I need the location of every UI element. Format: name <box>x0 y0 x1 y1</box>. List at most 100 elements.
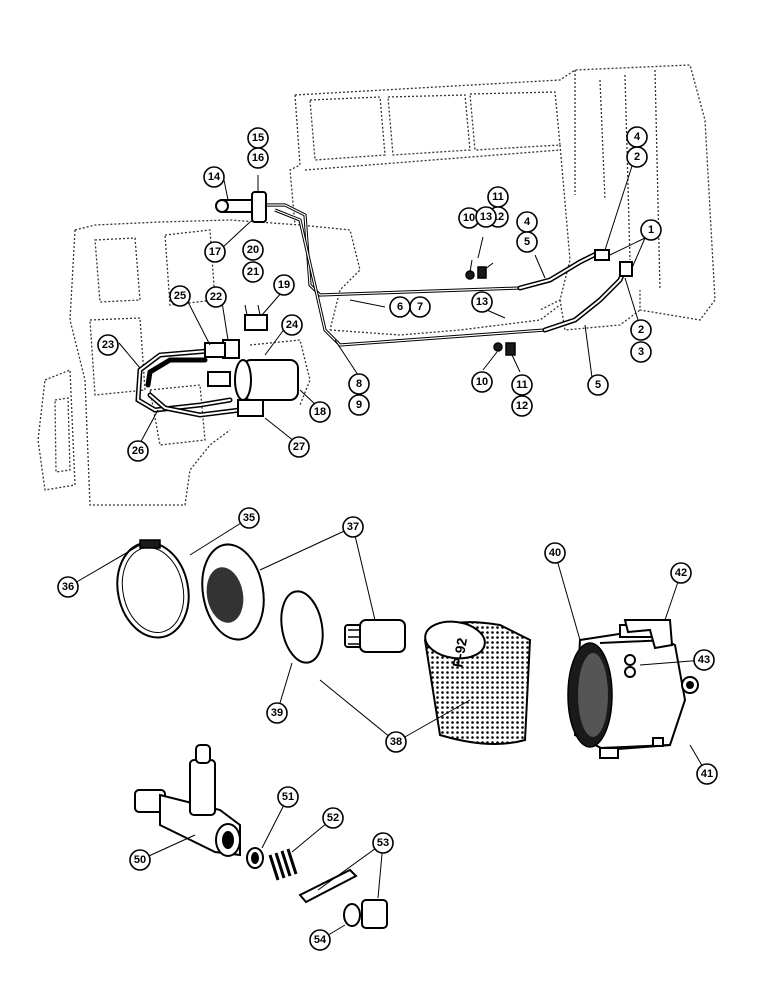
callout-20: 20 <box>242 239 264 261</box>
relief-valve-assembly <box>134 744 388 929</box>
callout-27: 27 <box>288 436 310 458</box>
svg-text:4: 4 <box>634 131 641 143</box>
svg-text:11: 11 <box>492 191 504 203</box>
callout-38: 38 <box>385 731 407 753</box>
svg-text:37: 37 <box>347 521 359 533</box>
svg-text:13: 13 <box>480 211 492 223</box>
svg-text:54: 54 <box>314 934 327 946</box>
svg-text:41: 41 <box>701 768 713 780</box>
svg-text:40: 40 <box>549 547 561 559</box>
callout-21: 21 <box>242 261 264 283</box>
callout-3: 3 <box>630 341 652 363</box>
filter-marking: P-92 <box>449 636 470 668</box>
svg-text:23: 23 <box>102 339 114 351</box>
callout-16: 16 <box>247 147 269 169</box>
flexible-hoses <box>135 250 628 418</box>
svg-text:19: 19 <box>278 279 290 291</box>
callout-42: 42 <box>670 562 692 584</box>
filter-parts: P-92 <box>116 539 699 759</box>
svg-text:10: 10 <box>463 212 475 224</box>
svg-text:53: 53 <box>377 837 389 849</box>
svg-text:13: 13 <box>476 296 488 308</box>
callout-53: 53 <box>372 832 394 854</box>
svg-text:27: 27 <box>293 441 305 453</box>
callout-37: 37 <box>342 516 364 538</box>
svg-text:51: 51 <box>282 791 294 803</box>
svg-text:4: 4 <box>524 216 531 228</box>
callout-7: 7 <box>409 296 431 318</box>
svg-text:26: 26 <box>132 445 144 457</box>
svg-text:22: 22 <box>210 291 222 303</box>
callout-14: 14 <box>203 166 225 188</box>
svg-text:43: 43 <box>698 654 710 666</box>
callout-35: 35 <box>238 507 260 529</box>
callout-26: 26 <box>127 440 149 462</box>
callout-15: 15 <box>247 127 269 149</box>
svg-text:3: 3 <box>638 346 644 358</box>
filter-valve <box>344 619 406 653</box>
engine-outline <box>37 64 716 506</box>
callout-4-top: 4 <box>626 126 648 148</box>
svg-text:35: 35 <box>243 512 255 524</box>
svg-text:36: 36 <box>62 581 74 593</box>
engine-small-parts <box>204 191 633 417</box>
svg-text:20: 20 <box>247 244 259 256</box>
leader-lines <box>67 162 708 941</box>
callout-39: 39 <box>266 702 288 724</box>
svg-text:16: 16 <box>252 152 264 164</box>
callout-8: 8 <box>348 373 370 395</box>
svg-text:8: 8 <box>356 378 362 390</box>
fuel-pipes <box>255 203 546 347</box>
callout-40: 40 <box>544 542 566 564</box>
callout-51: 51 <box>277 786 299 808</box>
callout-12-bottom: 12 <box>511 395 533 417</box>
svg-text:38: 38 <box>390 736 402 748</box>
callout-9: 9 <box>348 394 370 416</box>
svg-text:39: 39 <box>271 707 283 719</box>
svg-text:9: 9 <box>356 399 362 411</box>
callout-5-mid: 5 <box>516 231 538 253</box>
callout-10-top: 10 <box>458 207 480 229</box>
callout-11-top: 11 <box>487 186 509 208</box>
callout-22: 22 <box>205 286 227 308</box>
svg-text:7: 7 <box>417 301 423 313</box>
svg-text:6: 6 <box>397 301 403 313</box>
callout-1: 1 <box>640 219 662 241</box>
callout-6: 6 <box>389 296 411 318</box>
callout-52: 52 <box>322 807 344 829</box>
callout-23: 23 <box>97 334 119 356</box>
callout-11-bottom: 11 <box>511 374 533 396</box>
callout-19: 19 <box>273 274 295 296</box>
callout-2-right: 2 <box>630 319 652 341</box>
callout-13-mid: 13 <box>471 291 493 313</box>
svg-text:17: 17 <box>209 246 221 258</box>
svg-text:5: 5 <box>595 379 601 391</box>
svg-text:21: 21 <box>247 266 259 278</box>
callout-5-right: 5 <box>587 374 609 396</box>
svg-text:12: 12 <box>516 400 528 412</box>
svg-text:2: 2 <box>634 151 640 163</box>
svg-text:25: 25 <box>174 290 186 302</box>
svg-text:42: 42 <box>675 567 687 579</box>
svg-text:10: 10 <box>476 376 488 388</box>
svg-text:2: 2 <box>638 324 644 336</box>
callout-4-mid: 4 <box>516 211 538 233</box>
callout-24: 24 <box>281 314 303 336</box>
svg-text:11: 11 <box>516 379 528 391</box>
svg-text:18: 18 <box>314 406 326 418</box>
callout-10-bottom: 10 <box>471 371 493 393</box>
callout-25: 25 <box>169 285 191 307</box>
callout-41: 41 <box>696 763 718 785</box>
svg-text:14: 14 <box>208 171 221 183</box>
callout-36: 36 <box>57 576 79 598</box>
svg-text:52: 52 <box>327 812 339 824</box>
callout-50: 50 <box>129 849 151 871</box>
callout-54: 54 <box>309 929 331 951</box>
svg-text:15: 15 <box>252 132 264 144</box>
callout-18: 18 <box>309 401 331 423</box>
callout-13-top: 13 <box>475 206 497 228</box>
svg-text:50: 50 <box>134 854 146 866</box>
svg-text:1: 1 <box>648 224 654 236</box>
callouts: 1 2 2 3 4 4 5 5 6 7 8 9 10 10 11 11 12 1… <box>57 126 718 951</box>
